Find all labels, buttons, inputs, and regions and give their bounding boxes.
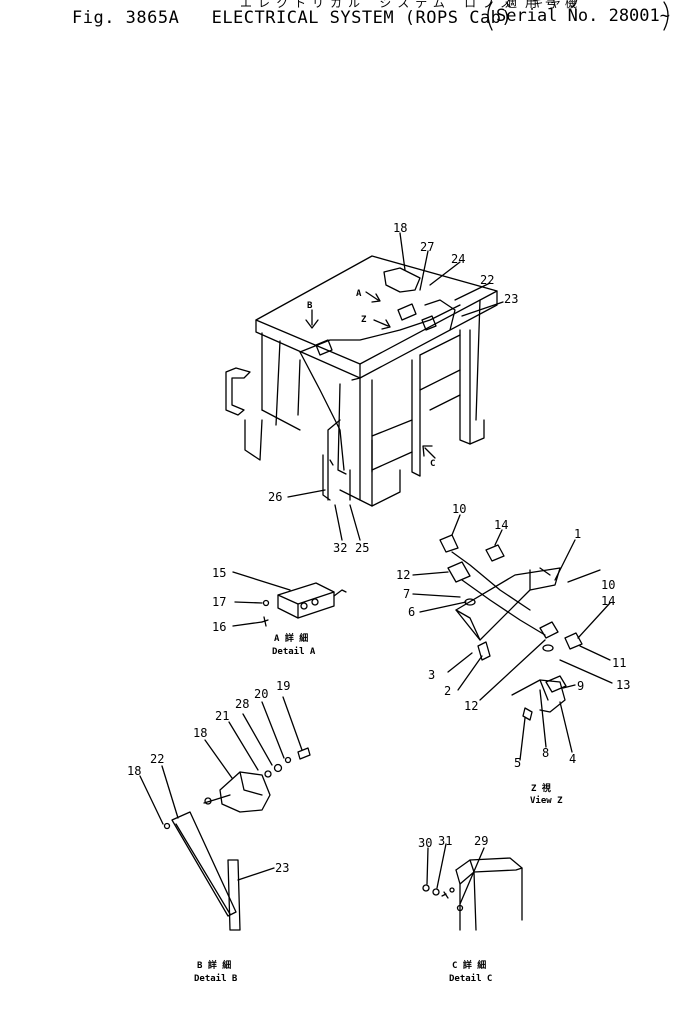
detail-b-caption-en: Detail B <box>194 973 238 984</box>
figure-title-line: Fig. 3865A ELECTRICAL SYSTEM (ROPS Cab) <box>72 8 512 28</box>
callout-main-26: 26 <box>268 490 282 504</box>
figure-number: Fig. 3865A <box>72 8 180 28</box>
figure-title: ELECTRICAL SYSTEM (ROPS Cab) <box>211 8 513 28</box>
arrow-label-z: Z <box>361 315 367 325</box>
detail-c-caption-en: Detail C <box>449 973 492 984</box>
callout-a-15: 15 <box>212 566 226 580</box>
callout-z-10a: 10 <box>452 502 466 516</box>
callout-b-28: 28 <box>235 697 249 711</box>
arrow-b <box>305 309 319 329</box>
callout-z-13: 13 <box>616 678 630 692</box>
detail-a-caption-jp: A 詳 細 <box>274 632 308 644</box>
callout-main-27: 27 <box>420 240 434 254</box>
callout-z-2: 2 <box>444 684 451 698</box>
callout-z-12b: 12 <box>464 699 478 713</box>
callout-z-10b: 10 <box>601 578 615 592</box>
callout-z-12a: 12 <box>396 568 410 582</box>
detail-a-drawing <box>261 582 347 627</box>
arrow-label-a: A <box>356 289 362 299</box>
callout-b-20: 20 <box>254 687 268 701</box>
callout-z-4: 4 <box>569 752 576 766</box>
callout-main-25: 25 <box>355 541 369 555</box>
callout-labels: 18 27 24 22 23 26 32 25 B A Z C 10 14 1 … <box>127 221 630 875</box>
callout-c-29: 29 <box>474 834 488 848</box>
rops-cab-drawing <box>225 255 498 507</box>
callout-z-1: 1 <box>574 527 581 541</box>
callout-z-14a: 14 <box>494 518 508 532</box>
callout-b-18a: 18 <box>193 726 207 740</box>
callout-c-31: 31 <box>438 834 452 848</box>
detail-c-drawing <box>422 857 523 931</box>
detail-captions: A 詳 細 Detail A Z 視 View Z B 詳 細 Detail B… <box>194 632 563 984</box>
callout-main-24: 24 <box>451 252 465 266</box>
serial-kana: 適用号機 <box>505 0 586 10</box>
callout-z-8: 8 <box>542 746 549 760</box>
arrow-c <box>422 445 436 459</box>
callout-c-30: 30 <box>418 836 432 850</box>
callout-main-18: 18 <box>393 221 407 235</box>
kana-title: エレクトリカル システム ロプス キャブ <box>240 0 586 10</box>
view-z-caption-en: View Z <box>530 795 563 806</box>
arrow-label-c: C <box>430 459 435 469</box>
callout-a-16: 16 <box>212 620 226 634</box>
callout-z-3: 3 <box>428 668 435 682</box>
detail-c-caption-jp: C 詳 細 <box>452 959 486 971</box>
view-z-caption-jp: Z 視 <box>531 782 551 794</box>
detail-b-caption-jp: B 詳 細 <box>197 959 231 971</box>
callout-z-9: 9 <box>577 679 584 693</box>
callout-z-11: 11 <box>612 656 626 670</box>
callout-main-22: 22 <box>480 273 494 287</box>
view-z-drawing <box>439 534 583 721</box>
callout-main-23: 23 <box>504 292 518 306</box>
serial-bracket <box>487 1 493 31</box>
callout-z-7: 7 <box>403 587 410 601</box>
arrow-a <box>365 291 381 303</box>
arrow-label-b: B <box>307 301 313 311</box>
callout-b-23: 23 <box>275 861 289 875</box>
arrow-z <box>373 319 391 330</box>
callout-a-17: 17 <box>212 595 226 609</box>
detail-a-caption-en: Detail A <box>272 646 316 657</box>
callout-main-32: 32 <box>333 541 347 555</box>
callout-z-5: 5 <box>514 756 521 770</box>
callout-z-6: 6 <box>408 605 415 619</box>
callout-b-22: 22 <box>150 752 164 766</box>
callout-b-19: 19 <box>276 679 290 693</box>
callout-z-14b: 14 <box>601 594 615 608</box>
callout-b-18b: 18 <box>127 764 141 778</box>
callout-b-21: 21 <box>215 709 229 723</box>
detail-b-drawing <box>163 747 311 931</box>
serial-bracket-right <box>663 1 669 31</box>
serial-number: Serial No. 28001~ <box>496 6 670 26</box>
